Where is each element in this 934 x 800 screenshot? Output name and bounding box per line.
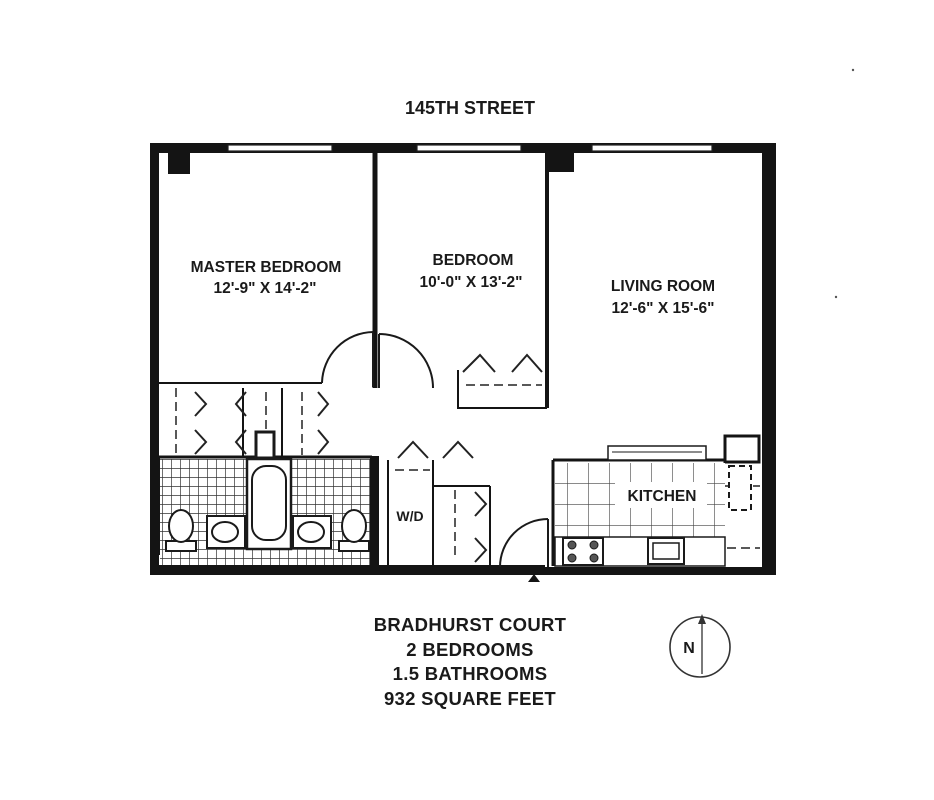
street-label: 145TH STREET — [405, 98, 535, 118]
room-name-washer-dryer: W/D — [396, 508, 423, 524]
room-name-bedroom: BEDROOM — [433, 252, 514, 269]
windows — [227, 144, 713, 152]
square-footage: 932 SQUARE FEET — [383, 687, 557, 709]
room-dims-living-room: 12'-6" X 15'-6" — [611, 300, 714, 317]
north-compass-icon: N — [669, 614, 731, 678]
entry-marker-icon — [528, 574, 540, 582]
room-name-kitchen: KITCHEN — [628, 488, 697, 505]
speck — [851, 68, 855, 72]
closet-doors — [194, 353, 543, 563]
compass-label: N — [683, 640, 695, 657]
room-dims-master-bedroom: 12'-9" X 14'-2" — [213, 280, 316, 297]
building-name: BRADHURST COURT — [373, 614, 567, 635]
room-name-living-room: LIVING ROOM — [611, 278, 715, 295]
room-dims-bedroom: 10'-0" X 13'-2" — [419, 274, 522, 291]
room-name-master-bedroom: MASTER BEDROOM — [191, 259, 342, 276]
speck — [834, 295, 838, 299]
kitchen — [554, 445, 752, 567]
bathroom-count: 1.5 BATHROOMS — [392, 663, 548, 684]
closet-lines — [175, 384, 760, 560]
bedroom-count: 2 BEDROOMS — [406, 638, 534, 660]
bathrooms — [160, 430, 370, 565]
plan-summary: BRADHURST COURT 2 BEDROOMS 1.5 BATHROOMS… — [300, 613, 640, 711]
